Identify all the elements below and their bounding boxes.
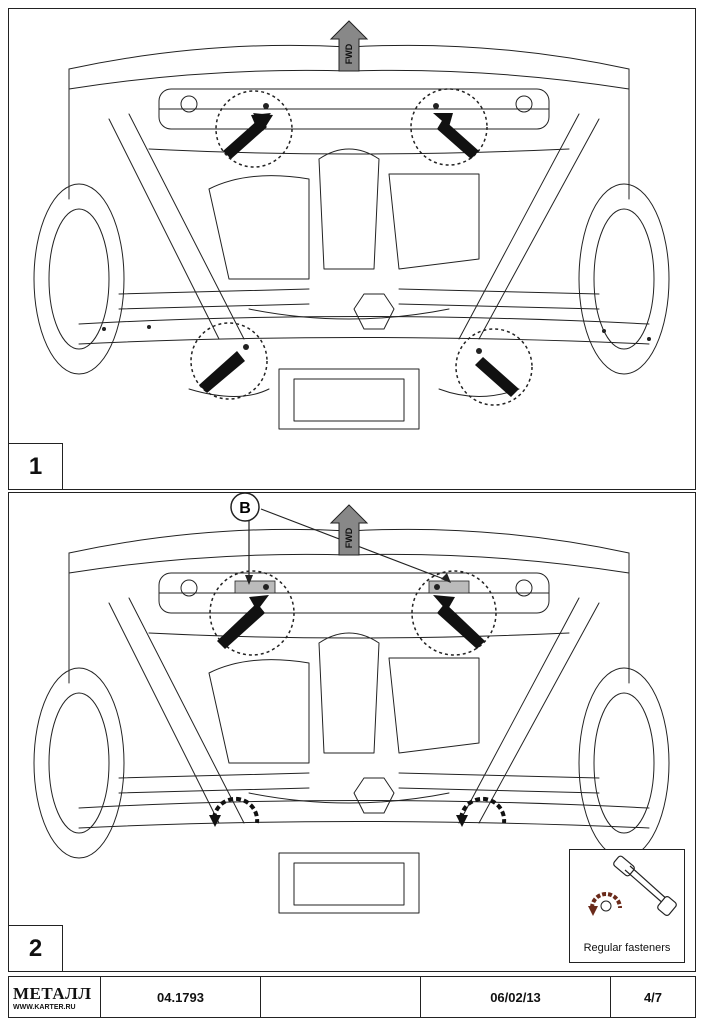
legend-box: Regular fasteners — [569, 849, 685, 963]
callout-b-label: B — [239, 500, 251, 517]
plate-left — [234, 580, 276, 594]
fwd-label: FWD — [344, 43, 354, 64]
ratchet-wrench-icon — [588, 855, 677, 917]
rotate-arrow-right — [459, 796, 507, 824]
callout-b: B — [230, 493, 451, 585]
doc-number: 04.1793 — [101, 977, 261, 1017]
rotate-arrow-left — [212, 796, 260, 824]
underbody-drawing-1: FWD — [33, 20, 670, 430]
step-number: 2 — [9, 925, 63, 971]
fwd-arrow-icon: FWD — [329, 504, 369, 556]
fwd-label: FWD — [344, 527, 354, 548]
underbody-drawing-2: B FWD — [33, 493, 670, 914]
logo-url: WWW.KARTER.RU — [13, 1003, 76, 1011]
doc-date: 06/02/13 — [421, 977, 611, 1017]
step-1-panel: FWD 1 — [8, 8, 696, 490]
logo-text: МЕТАЛЛ — [13, 983, 92, 1003]
step-2-panel: B FWD 2 Regular fasteners — [8, 492, 696, 972]
footer-title-block: МЕТАЛЛ WWW.KARTER.RU 04.1793 06/02/13 4/… — [8, 976, 696, 1018]
legend-text: Regular fasteners — [583, 942, 671, 954]
brand-logo: МЕТАЛЛ WWW.KARTER.RU — [9, 977, 101, 1017]
step-number: 1 — [9, 443, 63, 489]
fwd-arrow-icon: FWD — [329, 20, 369, 72]
blank-cell — [261, 977, 421, 1017]
page-number: 4/7 — [643, 989, 663, 1005]
